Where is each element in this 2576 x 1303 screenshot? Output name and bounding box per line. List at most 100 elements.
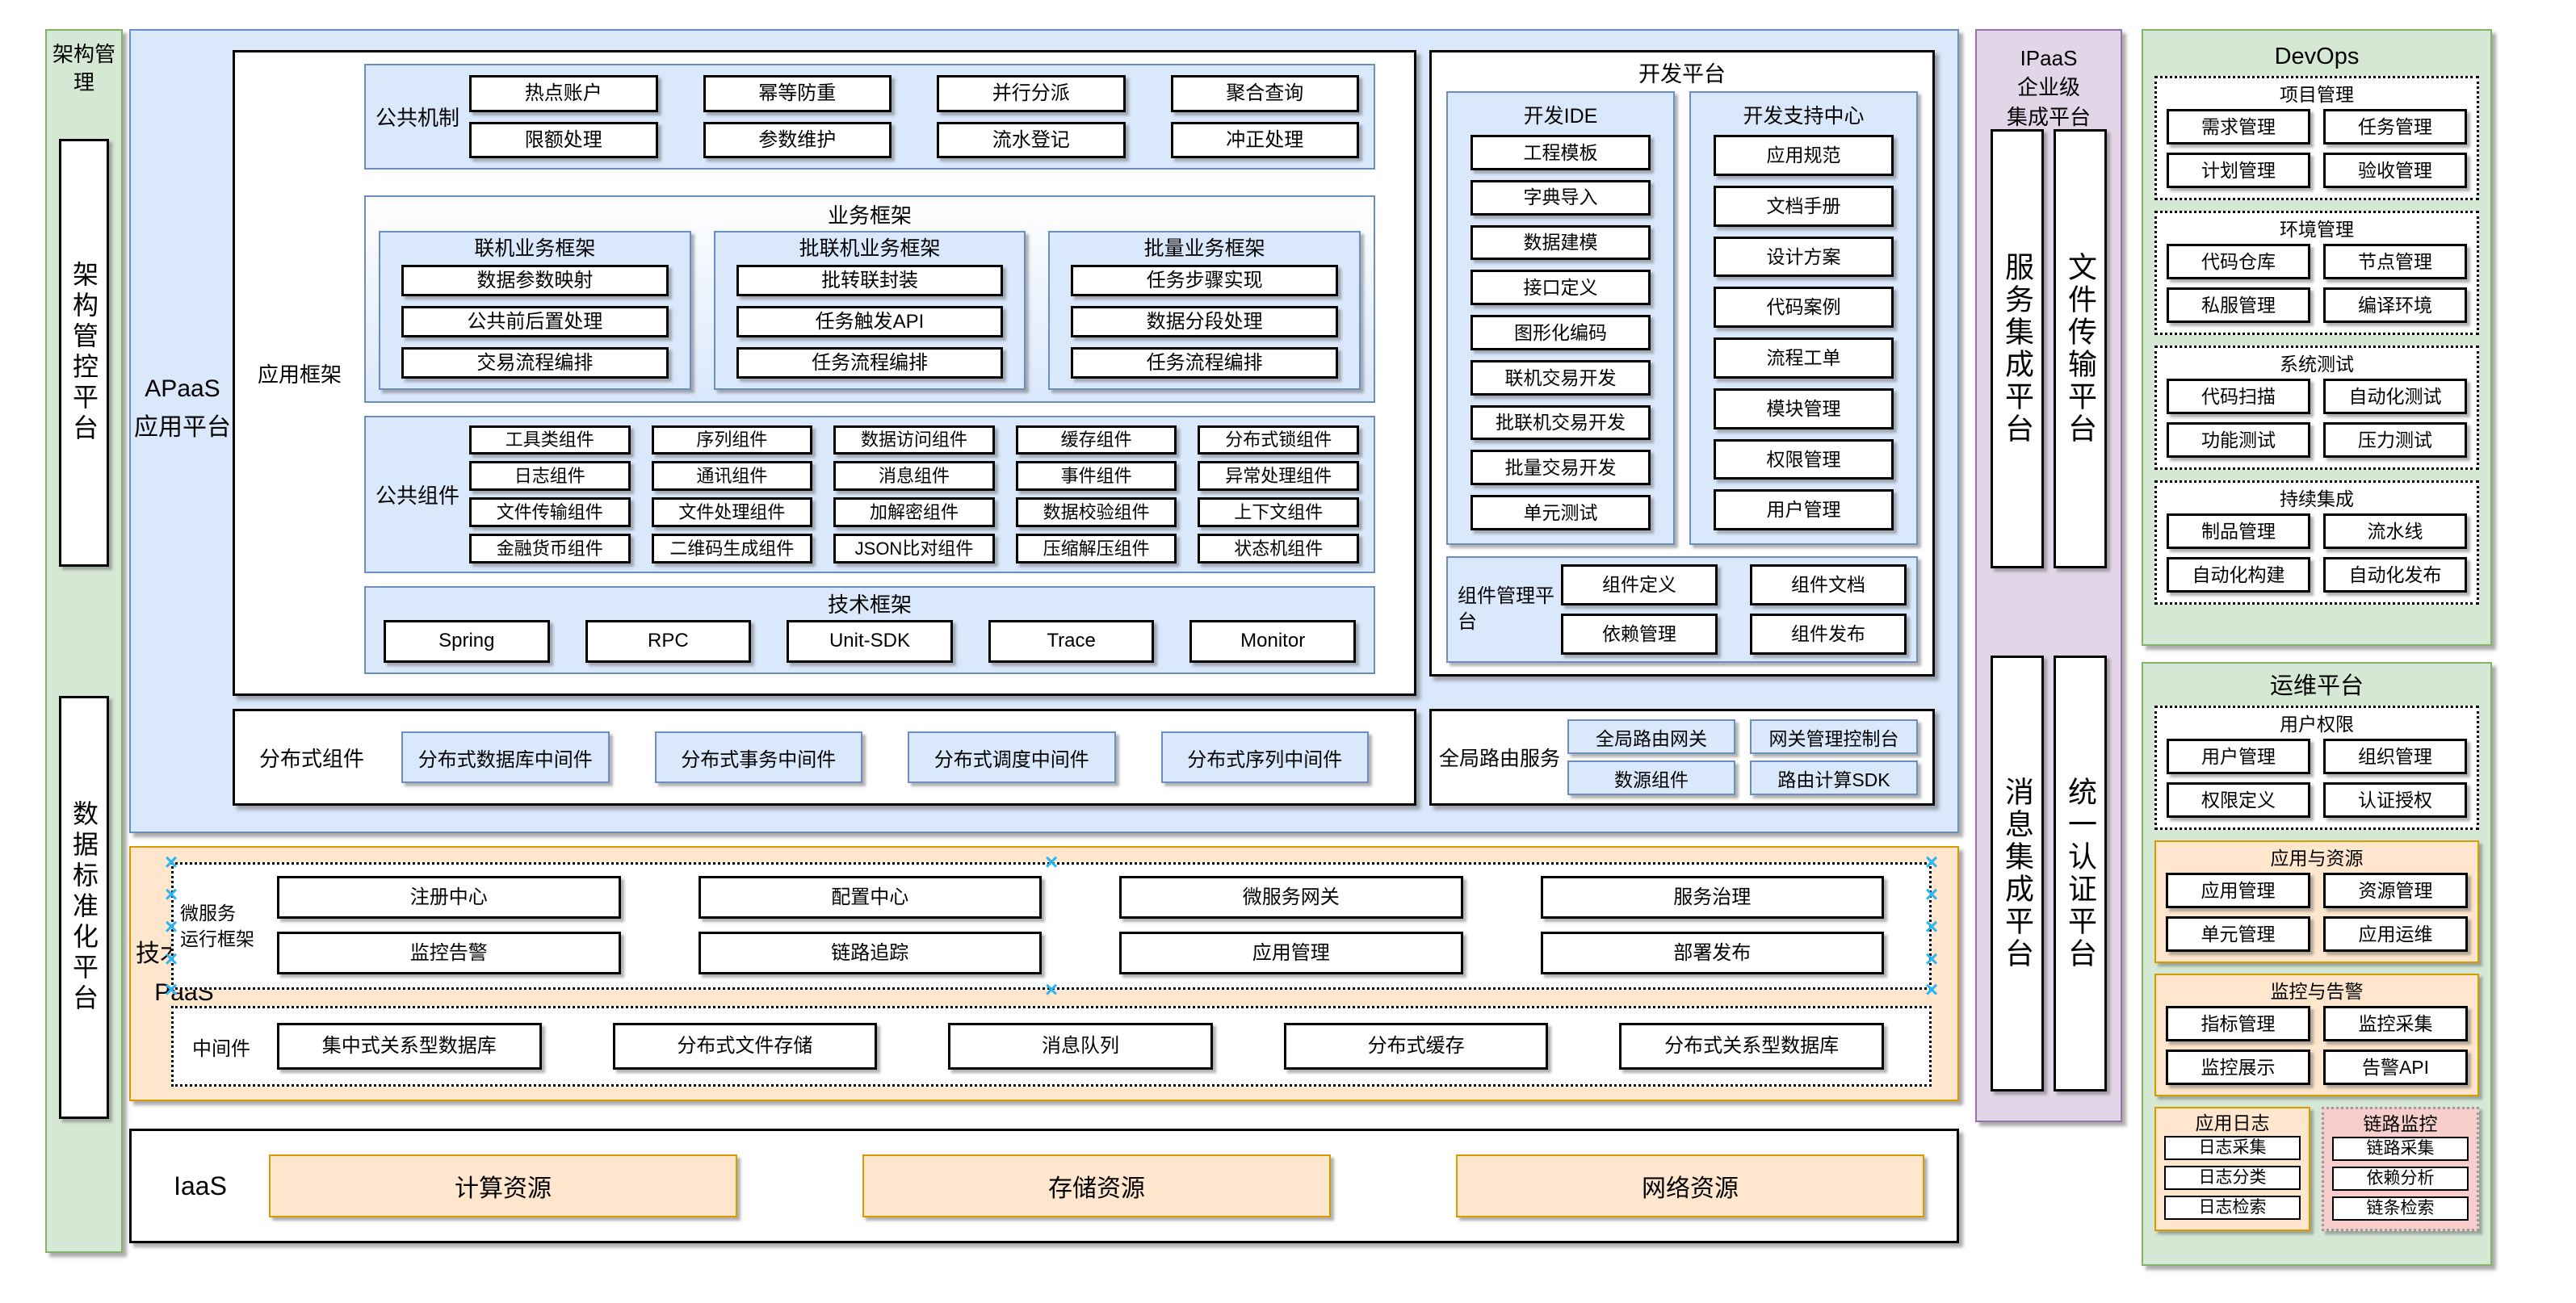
devops-box: 功能测试 — [2167, 422, 2310, 458]
framework-box: 任务触发API — [736, 306, 1004, 337]
distributed-components-box: 分布式组件 分布式数据库中间件分布式事务中间件分布式调度中间件分布式序列中间件 — [233, 709, 1416, 806]
distributed-label: 分布式组件 — [258, 746, 364, 771]
selection-handle-icon[interactable]: × — [1924, 977, 1939, 1002]
middleware-box-group: 中间件 集中式关系型数据库分布式文件存储消息队列分布式缓存分布式关系型数据库 — [171, 1006, 1932, 1087]
routing-box: 路由计算SDK — [1750, 760, 1918, 795]
framework-box: 任务流程编排 — [1071, 346, 1339, 379]
arch-governance-platform-box: 架构管控平台 — [59, 139, 109, 567]
middleware-items: 集中式关系型数据库分布式文件存储消息队列分布式缓存分布式关系型数据库 — [269, 1008, 1929, 1084]
app-framework-content: 公共机制 热点账户幂等防重并行分派聚合查询限额处理参数维护流水登记冲正处理 业务… — [364, 52, 1414, 693]
selection-handle-icon[interactable]: × — [164, 914, 178, 939]
batch-business-framework: 批量业务框架 任务步骤实现数据分段处理任务流程编排 — [1048, 231, 1361, 390]
paas-panel: 技术平台 PaaS 微服务 运行框架 注册中心配置中心微服务网关服务治理监控告警… — [129, 846, 1959, 1101]
selection-handle-icon[interactable]: × — [1924, 946, 1939, 971]
project-mgmt-group: 项目管理 需求管理任务管理计划管理验收管理 — [2154, 76, 2479, 200]
group-title: 项目管理 — [2280, 84, 2354, 105]
middleware-item-box: 消息队列 — [948, 1023, 1213, 1070]
component-box: 缓存组件 — [1015, 425, 1177, 455]
component-box: 通讯组件 — [651, 461, 813, 492]
component-mgmt-item: 组件定义 — [1561, 564, 1718, 605]
devops-box: 私服管理 — [2167, 287, 2310, 323]
microservice-box: 服务治理 — [1540, 876, 1884, 919]
group-items: 制品管理流水线自动化构建自动化发布 — [2167, 513, 2467, 593]
component-box: 压缩解压组件 — [1015, 533, 1177, 564]
dev-ide-title: 开发IDE — [1523, 105, 1598, 128]
selection-handle-icon[interactable]: × — [164, 977, 178, 1002]
ops-panel: 运维平台 用户权限 用户管理组织管理权限定义认证授权 应用与资源 应用管理资源管… — [2142, 662, 2492, 1266]
online-business-framework: 联机业务框架 数据参数映射公共前后置处理交易流程编排 — [379, 231, 691, 390]
column-items: 任务步骤实现数据分段处理任务流程编排 — [1071, 265, 1339, 379]
column-title: 联机业务框架 — [474, 237, 596, 261]
apaas-platform-panel: APaaS 应用平台 应用框架 公共机制 热点账户幂等防重并行分派聚合查询限额处… — [129, 29, 1959, 833]
framework-box: 交易流程编排 — [401, 346, 669, 379]
component-mgmt-item: 依赖管理 — [1561, 614, 1718, 655]
resource-box: 计算资源 — [269, 1154, 737, 1217]
microservice-runtime-box[interactable]: 微服务 运行框架 注册中心配置中心微服务网关服务治理监控告警链路追踪应用管理部署… — [171, 862, 1932, 990]
selection-handle-icon[interactable]: × — [1044, 849, 1059, 874]
ops-box: 监控展示 — [2166, 1050, 2310, 1085]
microservice-box: 配置中心 — [698, 876, 1042, 919]
devops-box: 编译环境 — [2323, 287, 2467, 323]
business-framework-box: 业务框架 联机业务框架 数据参数映射公共前后置处理交易流程编排 批联机业务框架 — [364, 195, 1375, 403]
mechanism-box: 流水登记 — [937, 121, 1126, 159]
trace-box: 依赖分析 — [2332, 1167, 2469, 1191]
framework-box: 任务步骤实现 — [1071, 265, 1339, 297]
resource-box: 存储资源 — [862, 1154, 1331, 1217]
selection-handle-icon[interactable]: × — [164, 946, 178, 971]
devops-box: 自动化构建 — [2167, 557, 2310, 593]
microservice-box: 微服务网关 — [1119, 876, 1463, 919]
selection-handle-icon[interactable]: × — [1924, 882, 1939, 907]
selection-handle-icon[interactable]: × — [1924, 849, 1939, 874]
support-box: 文档手册 — [1714, 185, 1894, 227]
component-box: 二维码生成组件 — [651, 533, 813, 564]
group-title: 应用日志 — [2195, 1112, 2270, 1133]
selection-handle-icon[interactable]: × — [164, 849, 178, 874]
group-title: 系统测试 — [2280, 354, 2354, 375]
service-integration-platform-box: 服务集成平台 — [1991, 129, 2044, 568]
ipaas-title-line1: IPaaS — [2020, 46, 2078, 70]
routing-box: 全局路由网关 — [1567, 719, 1735, 754]
support-box: 模块管理 — [1714, 388, 1894, 429]
ops-box: 指标管理 — [2166, 1006, 2310, 1041]
ipaas-panel: IPaaS 企业级 集成平台 服务集成平台 文件传输平台 消息集成平台 统一认证… — [1975, 29, 2122, 1122]
unified-auth-platform-box: 统一认证平台 — [2054, 656, 2107, 1091]
component-box: 加解密组件 — [833, 497, 995, 527]
support-box: 设计方案 — [1714, 236, 1894, 278]
mechanism-box: 参数维护 — [703, 121, 892, 159]
component-box: JSON比对组件 — [833, 533, 995, 564]
component-box: 金融货币组件 — [469, 533, 631, 564]
component-box: 数据校验组件 — [1015, 497, 1177, 527]
component-box: 事件组件 — [1015, 461, 1177, 492]
ide-box: 接口定义 — [1471, 270, 1651, 306]
business-framework-title: 业务框架 — [827, 203, 912, 228]
component-mgmt-label: 组件管理平台 — [1458, 584, 1554, 633]
support-box: 应用规范 — [1714, 135, 1894, 176]
group-title: 持续集成 — [2280, 488, 2354, 509]
selection-handle-icon[interactable]: × — [164, 882, 178, 907]
monitor-alert-group: 监控与告警 指标管理监控采集监控展示告警API — [2154, 974, 2479, 1096]
env-mgmt-group: 环境管理 代码仓库节点管理私服管理编译环境 — [2154, 211, 2479, 335]
component-box: 文件处理组件 — [651, 497, 813, 527]
selection-handle-icon[interactable]: × — [1924, 914, 1939, 939]
dev-platform-title: 开发平台 — [1638, 62, 1726, 86]
group-title: 用户权限 — [2280, 714, 2354, 735]
component-box: 工具类组件 — [469, 425, 631, 455]
devops-box: 任务管理 — [2323, 109, 2467, 145]
group-items: 指标管理监控采集监控展示告警API — [2166, 1006, 2468, 1085]
devops-title: DevOps — [2274, 44, 2360, 69]
column-title: 批量业务框架 — [1143, 237, 1265, 261]
support-box: 代码案例 — [1714, 287, 1894, 328]
ci-group: 持续集成 制品管理流水线自动化构建自动化发布 — [2154, 480, 2479, 605]
microservice-box: 部署发布 — [1540, 932, 1884, 974]
common-mechanism-label: 公共机制 — [375, 106, 459, 131]
selection-handle-icon[interactable]: × — [1044, 977, 1059, 1002]
component-box: 数据访问组件 — [833, 425, 995, 455]
middleware-item-box: 集中式关系型数据库 — [277, 1023, 542, 1070]
component-box: 消息组件 — [833, 461, 995, 492]
business-framework-columns: 联机业务框架 数据参数映射公共前后置处理交易流程编排 批联机业务框架 批转联封装… — [379, 231, 1361, 390]
component-mgmt-grid: 组件定义组件文档依赖管理组件发布 — [1561, 564, 1907, 655]
framework-box: 任务流程编排 — [736, 346, 1004, 379]
ops-box: 告警API — [2323, 1050, 2468, 1085]
